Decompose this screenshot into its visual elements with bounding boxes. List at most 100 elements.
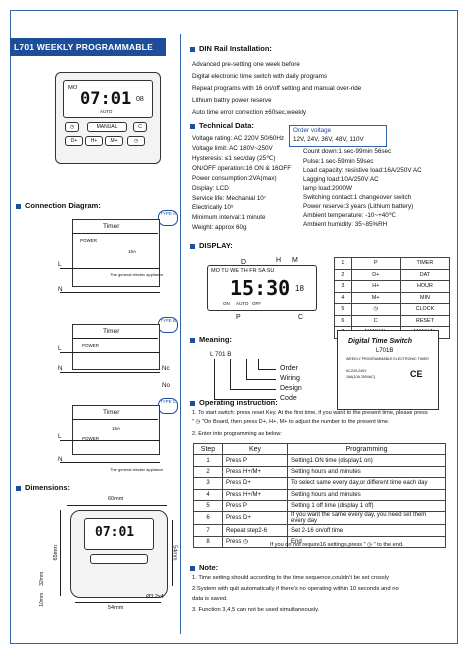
tech-left-line: ON/OFF operation:16 ON & 16OFF <box>192 165 292 172</box>
operating-line-3: 2. Enter into programming as below: <box>192 431 282 437</box>
dim-height-65: 65mm <box>52 545 59 561</box>
din-line-3: Repeat programs with 16 on/off setting a… <box>192 85 362 92</box>
tech-right-line: Lagging load:10A/250V AC <box>303 176 379 183</box>
lcd-day: MO <box>68 85 78 91</box>
manual-button[interactable]: MANUAL <box>87 122 127 132</box>
meaning-design: Design <box>280 385 302 392</box>
tech-right-line: Power reserve:3 years (Lithium battery) <box>303 203 414 210</box>
clock-icon: ◷ <box>69 124 75 130</box>
note-heading: Note: <box>190 563 218 572</box>
appliance-label: The general electric appliance <box>110 467 164 472</box>
product-title: L701 WEEKLY PROGRAMMABLE TIMER <box>10 38 166 70</box>
clock-button[interactable]: ◷ <box>127 136 145 146</box>
label-p: P <box>236 314 241 321</box>
dim-depth-32: 32mm <box>39 571 46 586</box>
meaning-code-label: Code <box>280 395 297 402</box>
program-footnote: If you do not require16 settings,press "… <box>270 542 404 548</box>
lcd-seconds: 08 <box>136 96 144 103</box>
m-plus-button[interactable]: M+ <box>105 136 123 146</box>
divider <box>180 34 181 634</box>
amp-label: 16A <box>112 426 121 431</box>
order-voltage-label: Order voltage <box>293 127 332 134</box>
note-line-4: 3. Function 3,4,5 can not be used simult… <box>192 607 320 613</box>
power-label: POWER <box>80 238 98 243</box>
reset-button[interactable]: C <box>133 122 147 132</box>
din-heading: DIN Rail Installation: <box>190 44 272 53</box>
tech-right-line: Load capacity: resistive load:16A/250V A… <box>303 167 422 174</box>
label-amp: 16A(10A 250VAC) <box>346 375 376 379</box>
lcd-time: 07:01 <box>80 89 132 109</box>
label-voltage: AC220-240V <box>346 369 367 373</box>
note-line-1: 1. Time setting should according to the … <box>192 575 390 581</box>
din-line-5: Auto time error correction ±60sec,weekly <box>192 109 307 116</box>
dim-manual-button <box>90 554 148 564</box>
h-plus-button[interactable]: H+ <box>85 136 103 146</box>
nc-label: Nc <box>162 365 170 372</box>
tech-right-line: Pulse:1 sec-59min 59sec <box>303 158 374 165</box>
display-heading: DISPLAY: <box>190 241 233 250</box>
tech-left-line: Voltage rating: AC 220V 50/60Hz <box>192 135 285 142</box>
order-voltage-box: Order voltage 12V, 24V, 36V, 48V, 110V <box>289 125 387 147</box>
power-label: POWER <box>82 436 100 441</box>
tech-right-line: Ambient temperature: -10~+40℃ <box>303 212 396 219</box>
dim-width-54: 54mm <box>108 605 124 611</box>
dimensions-heading: Dimensions: <box>16 483 70 492</box>
type-a-tag: TYPE A <box>158 210 178 226</box>
type-b-tag: TYPE B <box>158 317 178 333</box>
label-subtitle: WEEKLY PROGRAMMABLE ELECTRONIC TIMER <box>346 357 429 361</box>
line-l: L <box>58 261 62 268</box>
timer-label: Timer <box>103 328 120 335</box>
din-line-4: Lithium battry power reserve <box>192 97 272 104</box>
tech-right-line: lamp load:2000W <box>303 185 353 192</box>
p-button[interactable]: ◷ <box>65 122 79 132</box>
label-title: Digital Time Switch <box>348 338 413 345</box>
table-row: 5◷CLOCK <box>334 303 451 316</box>
tech-left-line: Display: LCD <box>192 185 229 192</box>
display-time: 15:30 <box>230 276 291 300</box>
display-off: OFF <box>252 301 261 306</box>
note-line-3: data is saved. <box>192 596 228 602</box>
tech-right-line: Count down:1 sec-99min 56sec <box>303 148 392 155</box>
amp-label: 16A <box>128 249 137 254</box>
din-line-1: Advanced pre-setting one week before <box>192 61 300 68</box>
meaning-wiring: Wiring <box>280 375 300 382</box>
operating-heading: Operating instruction: <box>190 398 278 407</box>
tech-heading: Technical Data: <box>190 121 254 130</box>
tech-left-line: Minimum interval:1 minute <box>192 214 266 221</box>
label-h: H <box>276 257 282 264</box>
label-d: D <box>241 259 247 266</box>
display-days: MO TU WE TH FR SA SU <box>211 268 275 274</box>
connection-heading: Connection Diagram: <box>16 201 101 210</box>
order-voltage-value: 12V, 24V, 36V, 48V, 110V <box>293 136 364 143</box>
tech-left-line: Weight: approx 60g <box>192 224 247 231</box>
line-n: N <box>58 286 63 293</box>
power-label: POWER <box>82 343 100 348</box>
tech-left-line: Electrically 10⁵ <box>192 204 234 211</box>
device-photo: MO 07:01 08 AUTO ◷ MANUAL C D+ H+ M+ ◷ <box>55 72 161 164</box>
d-plus-button[interactable]: D+ <box>65 136 83 146</box>
operating-line-2: " ◷ "On Board, then press D+, H+, M+ to … <box>192 419 390 425</box>
ce-mark-icon: CE <box>410 369 423 379</box>
page-frame <box>10 10 458 644</box>
meaning-heading: Meaning: <box>190 335 232 344</box>
note-line-2: 2.System with quit automatically if ther… <box>192 586 399 592</box>
appliance-label: The general electric appliance <box>110 272 164 277</box>
tech-right-line: Switching contact:1 changeover switch <box>303 194 412 201</box>
dim-depth-10: 10mm <box>39 592 46 607</box>
line-n: N <box>58 365 63 372</box>
timer-label: Timer <box>103 223 120 230</box>
